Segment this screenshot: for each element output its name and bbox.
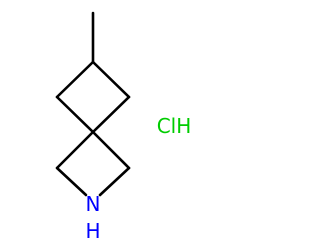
azetidine-bond-left-nitrogen [55,166,88,197]
cyclobutane-bond-top-left [55,60,95,99]
nitrogen-label: N [86,192,101,216]
azetidine-bond-spiro-right [91,130,131,170]
azetidine-bond-right-nitrogen [98,166,131,197]
azetidine-bond-spiro-left [55,130,95,170]
hydrogen-label: H [85,219,100,243]
bond-lines [55,11,131,197]
cyclobutane-bond-left-spiro [55,95,95,134]
cyclobutane-bond-top-right [91,60,131,99]
hydrochloride-label: ClH [157,114,192,138]
skeletal-structure: N H ClH [55,11,192,243]
cyclobutane-bond-right-spiro [91,95,131,134]
